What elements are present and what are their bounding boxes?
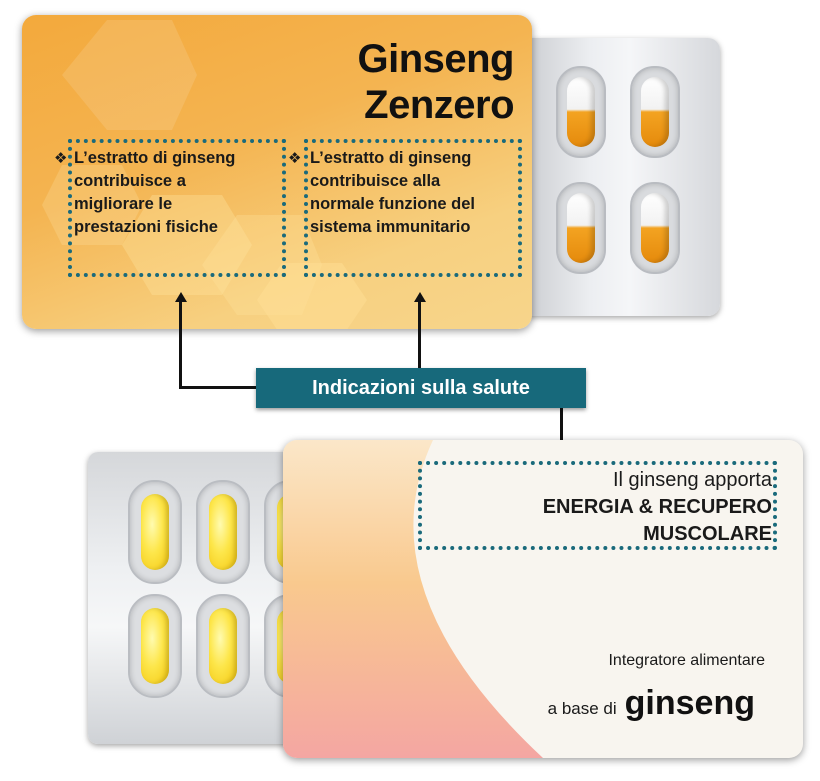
claim-box-1 bbox=[68, 139, 286, 277]
energy-claim-line1: Il ginseng apporta bbox=[612, 469, 772, 491]
yellow-softgel-capsule bbox=[209, 494, 237, 570]
claim-2-line: contribuisce alla bbox=[310, 172, 441, 190]
claim-text-2: L’estratto di ginseng contribuisce alla … bbox=[310, 147, 475, 239]
claim-text-1: L’estratto di ginseng contribuisce a mig… bbox=[74, 147, 235, 239]
energy-claim-line3: MUSCOLARE bbox=[643, 523, 772, 545]
orange-white-capsule bbox=[641, 193, 669, 263]
product-title-line2: Zenzero bbox=[364, 83, 514, 127]
pill-pocket bbox=[630, 182, 680, 274]
bottom-package-card: Integratore alimentare a base di ginseng bbox=[283, 440, 803, 758]
claim-2-line: sistema immunitario bbox=[310, 218, 471, 236]
top-package-card: Ginseng Zenzero ❖ L’estratto di ginseng … bbox=[22, 15, 532, 329]
top-blister-pack bbox=[520, 38, 720, 316]
product-title-line1: Ginseng bbox=[357, 37, 514, 81]
orange-white-capsule bbox=[567, 77, 595, 147]
claim-1-line: migliorare le bbox=[74, 195, 173, 213]
claim-1-line: prestazioni fisiche bbox=[74, 218, 218, 236]
pill-pocket bbox=[630, 66, 680, 158]
pill-pocket bbox=[196, 480, 250, 584]
pill-pocket bbox=[556, 66, 606, 158]
base-prefix: a base di bbox=[547, 699, 617, 718]
supplement-label: Integratore alimentare bbox=[608, 652, 765, 669]
claim-1-line: contribuisce a bbox=[74, 172, 186, 190]
claim-1-line: L’estratto di ginseng bbox=[74, 149, 236, 167]
energy-claim-box bbox=[418, 461, 777, 550]
orange-white-capsule bbox=[567, 193, 595, 263]
yellow-softgel-capsule bbox=[209, 608, 237, 684]
connector-line-left-vertical bbox=[179, 302, 182, 389]
bullet-icon: ❖ bbox=[54, 150, 68, 167]
connector-line-middle bbox=[418, 302, 421, 369]
base-ingredient: a base di ginseng bbox=[548, 684, 755, 723]
claim-box-2 bbox=[304, 139, 522, 277]
pill-pocket bbox=[128, 480, 182, 584]
yellow-softgel-capsule bbox=[141, 494, 169, 570]
pill-pocket bbox=[196, 594, 250, 698]
arrow-up-icon bbox=[413, 292, 426, 302]
connector-line-right bbox=[560, 408, 563, 444]
bullet-icon: ❖ bbox=[288, 150, 302, 167]
gradient-swoosh bbox=[283, 440, 543, 758]
pill-pocket bbox=[556, 182, 606, 274]
orange-white-capsule bbox=[641, 77, 669, 147]
claim-2-line: normale funzione del bbox=[310, 195, 476, 213]
pill-pocket bbox=[128, 594, 182, 698]
base-product: ginseng bbox=[624, 684, 755, 722]
yellow-softgel-capsule bbox=[141, 608, 169, 684]
health-indications-label: Indicazioni sulla salute bbox=[256, 368, 586, 408]
energy-claim-line2: ENERGIA & RECUPERO bbox=[542, 496, 772, 518]
arrow-up-icon bbox=[174, 292, 187, 302]
connector-line-left-horizontal bbox=[179, 386, 257, 389]
energy-claim-text: Il ginseng apporta ENERGIA & RECUPERO MU… bbox=[543, 467, 772, 548]
hexagon-pattern bbox=[42, 20, 367, 329]
claim-2-line: L’estratto di ginseng bbox=[310, 149, 472, 167]
